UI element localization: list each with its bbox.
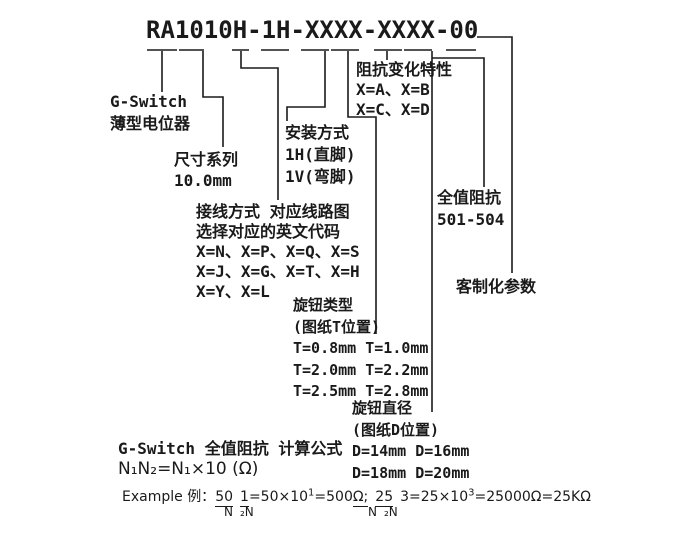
example2-n2: 3: [400, 489, 410, 505]
block-impedance-characteristic: 阻抗变化特性 X=A、X=B X=C、X=D: [356, 60, 452, 120]
example-label: Example 例：: [122, 489, 216, 505]
wiring-line: X=N、X=P、X=Q、X=S: [196, 242, 360, 261]
connector-wiring: [240, 51, 279, 200]
wiring-line: 选择对应的英文代码: [196, 222, 341, 241]
knob-type-line: T=0.8mm T=1.0mm: [293, 339, 429, 357]
example2-exponent: 3: [468, 487, 475, 499]
mounting-line: 1V(弯脚): [285, 167, 356, 186]
series-line: G-Switch: [110, 92, 188, 111]
example1-result: =500: [314, 489, 353, 505]
example1-sub-n2: ₂N: [240, 505, 254, 519]
knob-type-line: 旋钮类型: [293, 296, 354, 314]
knob-diameter-line: D=18mm D=20mm: [352, 463, 470, 482]
example1-n1: 50: [215, 489, 234, 507]
impedance-line: 阻抗变化特性: [356, 60, 453, 79]
impedance-line: X=C、X=D: [356, 100, 430, 119]
block-size-series: 尺寸系列 10.0mm: [174, 149, 238, 191]
connector-total-resistance: [432, 57, 485, 187]
wiring-line: 接线方式 对应线路图: [196, 202, 350, 221]
size-line: 10.0mm: [174, 171, 232, 190]
block-customization: 客制化参数: [456, 276, 536, 297]
example1-n2: 1: [240, 489, 249, 507]
example1-exponent: 1: [308, 487, 315, 499]
block-series: G-Switch 薄型电位器: [110, 91, 190, 135]
mounting-line: 安装方式: [285, 123, 350, 142]
knob-diameter-line: 旋钮直径: [352, 399, 413, 417]
knob-diameter-line: D=14mm D=16mm: [352, 442, 470, 460]
connector-knob-type: [347, 51, 377, 334]
total-resistance-line: 501-504: [437, 210, 505, 229]
mounting-line: 1H(直脚): [285, 145, 356, 164]
connector-size: [202, 51, 224, 147]
wiring-line: X=Y、X=L: [196, 282, 270, 301]
part-number: RA1010H-1H-XXXX-XXXX-00: [146, 16, 479, 44]
connector-mounting: [286, 51, 326, 121]
block-knob-diameter: 旋钮直径 (图纸D位置) D=14mm D=16mm D=18mm D=20mm: [352, 398, 469, 484]
example1-tail: Ω;: [352, 489, 369, 507]
example2-sub-n2: ₂N: [384, 505, 398, 519]
wiring-line: X=J、X=G、X=T、X=H: [196, 262, 360, 281]
knob-type-line: T=2.5mm T=2.8mm: [293, 382, 429, 400]
size-line: 尺寸系列: [174, 150, 239, 169]
example2-result: =25000Ω=25KΩ: [474, 489, 591, 505]
example2-n1: 25: [375, 489, 394, 507]
knob-type-line: T=2.0mm T=2.2mm: [293, 360, 429, 379]
example1-mid: =50×10: [248, 489, 309, 505]
block-total-resistance: 全值阻抗 501-504: [437, 187, 504, 231]
impedance-line: X=A、X=B: [356, 80, 430, 99]
formula-title: G-Switch 全值阻抗 计算公式: [118, 439, 343, 458]
knob-diameter-line: (图纸D位置): [352, 420, 440, 439]
formula-expression: N₁N₂=N₁×10 (Ω): [118, 459, 259, 479]
block-mounting-style: 安装方式 1H(直脚) 1V(弯脚): [285, 122, 356, 188]
example2-mid: =25×10: [409, 489, 469, 505]
example1-sub-n1: N: [224, 505, 233, 519]
total-resistance-line: 全值阻抗: [437, 188, 502, 207]
connector-customization: [477, 36, 513, 273]
block-wiring-method: 接线方式 对应线路图 选择对应的英文代码 X=N、X=P、X=Q、X=S X=J…: [196, 202, 360, 302]
block-knob-type: 旋钮类型 (图纸T位置) T=0.8mm T=1.0mm T=2.0mm T=2…: [293, 295, 428, 403]
customization-line: 客制化参数: [456, 277, 537, 296]
knob-type-line: (图纸T位置): [293, 317, 381, 336]
series-line: 薄型电位器: [110, 114, 191, 133]
example2-sub-n1: N: [368, 505, 377, 519]
